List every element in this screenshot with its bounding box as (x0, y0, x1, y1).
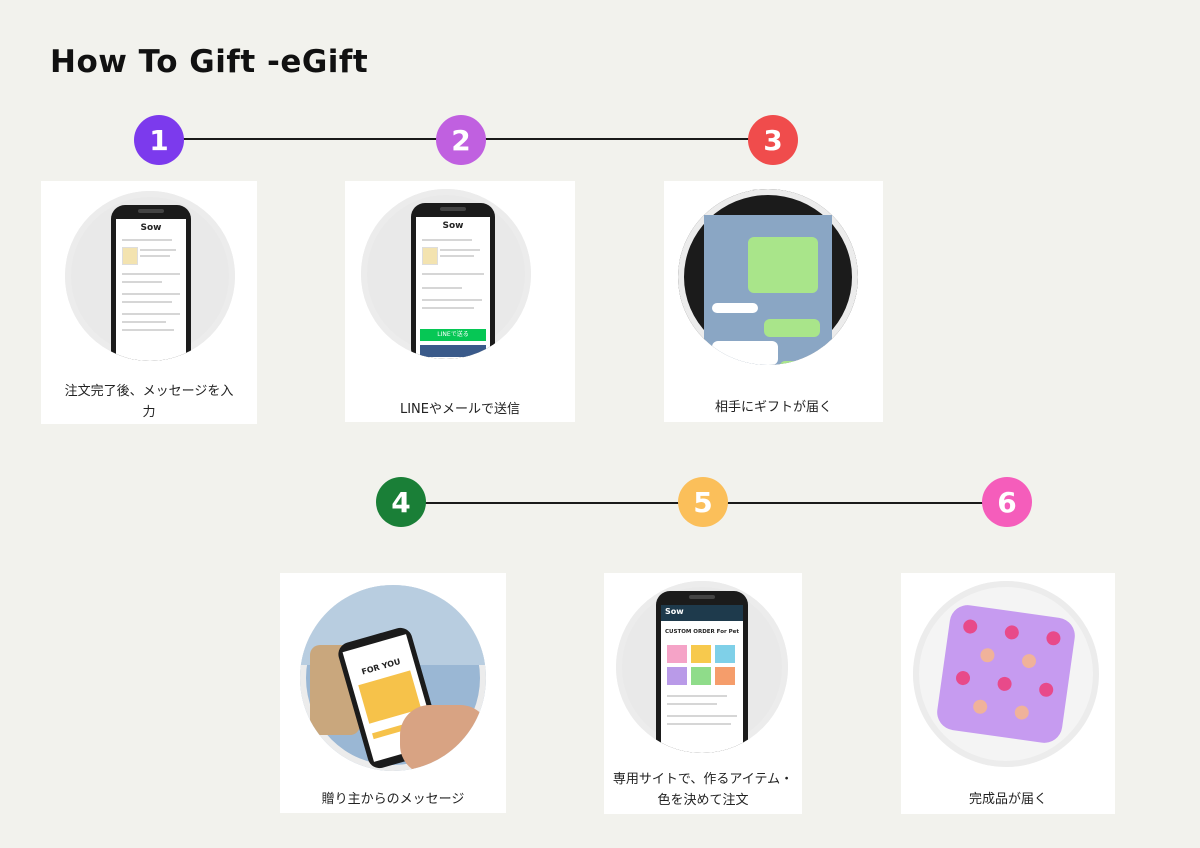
step-badge-4: 4 (376, 477, 426, 527)
step-image-3 (678, 189, 858, 365)
step-image-5: Sow CUSTOM ORDER For Pet (616, 581, 788, 753)
pillow-image (934, 602, 1078, 746)
step-badge-3: 3 (748, 115, 798, 165)
phone-mockup: Sow (111, 205, 191, 361)
step-caption-5: 専用サイトで、作るアイテム・ 色を決めて注文 (612, 772, 794, 808)
sow-logo: Sow (140, 223, 162, 233)
step-image-2: Sow LINEで送る (361, 189, 531, 359)
phone-mockup: Sow LINEで送る (411, 203, 495, 359)
step-badge-1: 1 (134, 115, 184, 165)
sow-logo: Sow (665, 607, 684, 616)
step-badge-6: 6 (982, 477, 1032, 527)
step-card-4: FOR YOU 贈り主からのメッセージ (280, 573, 506, 813)
step-card-1: Sow 注文完了後、メッセージを入 力 (41, 181, 257, 424)
step-caption-4: 贈り主からのメッセージ (321, 792, 465, 807)
step-caption-1: 注文完了後、メッセージを入 力 (64, 384, 234, 420)
step-card-3: 相手にギフトが届く (664, 181, 883, 422)
step-caption-2: LINEやメールで送信 (399, 402, 520, 417)
sow-logo: Sow (442, 221, 464, 231)
step-image-4: FOR YOU (300, 585, 486, 771)
line-chat-screen (704, 215, 832, 365)
step-badge-5: 5 (678, 477, 728, 527)
page-title: How To Gift -eGift (50, 44, 369, 80)
step-card-5: Sow CUSTOM ORDER For Pet 専用サイトで、作るアイテム・ … (604, 573, 802, 814)
step-image-1: Sow (65, 191, 235, 361)
step-card-2: Sow LINEで送る LINEやメールで送信 (345, 181, 575, 422)
phone-mockup: Sow CUSTOM ORDER For Pet (656, 591, 748, 753)
line-send-button: LINEで送る (420, 329, 486, 341)
step-caption-6: 完成品が届く (968, 792, 1047, 807)
step-card-6: 完成品が届く (901, 573, 1115, 814)
step-image-6 (913, 581, 1099, 767)
custom-order-title: CUSTOM ORDER For Pet (665, 629, 739, 635)
step-caption-3: 相手にギフトが届く (714, 400, 832, 415)
step-badge-2: 2 (436, 115, 486, 165)
